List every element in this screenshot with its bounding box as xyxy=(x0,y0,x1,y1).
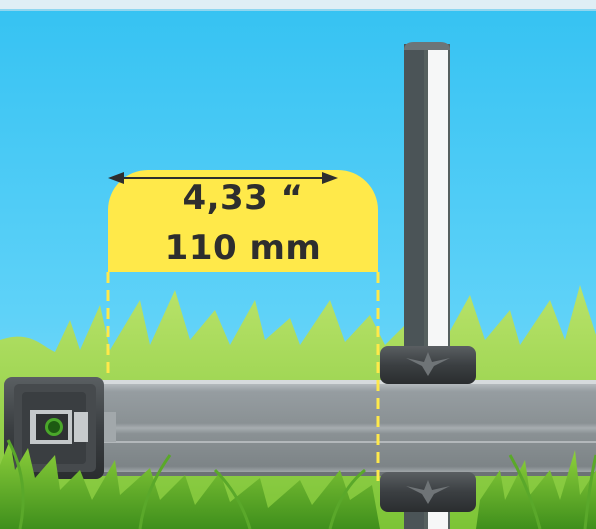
top-border xyxy=(0,0,596,9)
top-border-shadow xyxy=(0,9,596,11)
post-bracket-top xyxy=(380,346,476,384)
post-bracket-bottom xyxy=(380,472,476,512)
grass-blades xyxy=(6,439,596,529)
double-headed-arrow-icon xyxy=(108,172,338,184)
grass-front xyxy=(0,440,596,529)
measurement-imperial: 4,33 “ xyxy=(182,178,304,218)
horizontal-rail xyxy=(95,380,596,476)
measurement-label: 4,33 “ 110 mm xyxy=(108,170,378,272)
winged-logo-icon xyxy=(406,352,450,376)
measurement-metric: 110 mm xyxy=(164,228,322,268)
